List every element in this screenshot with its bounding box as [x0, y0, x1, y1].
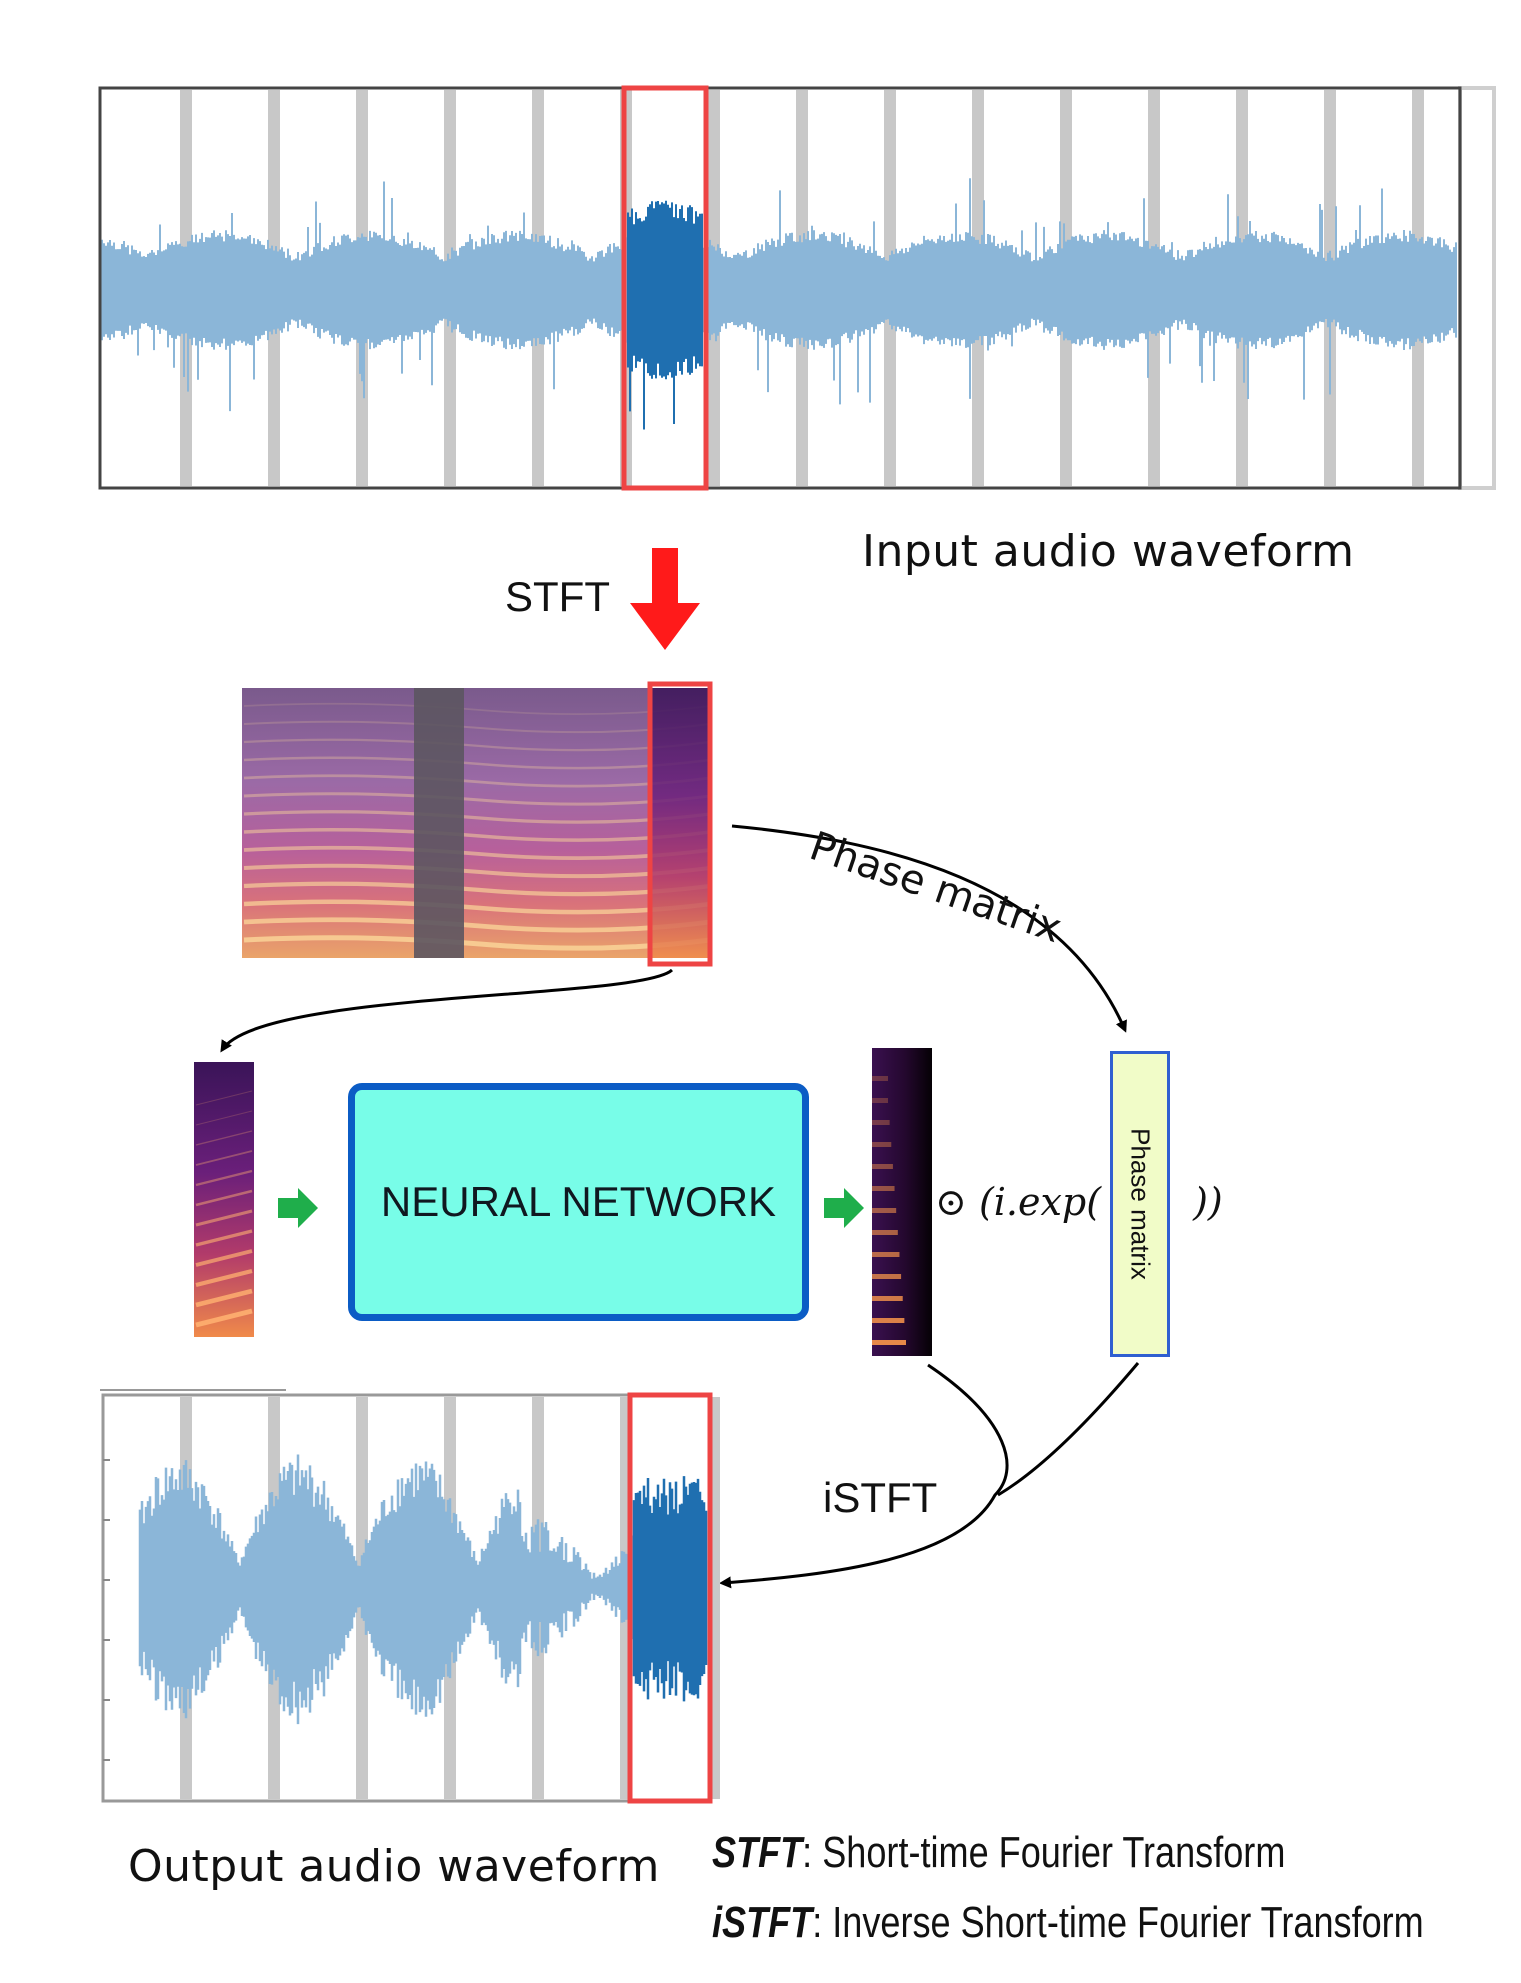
input-waveform-signal: [101, 178, 1457, 430]
spectrogram-harmonic: [243, 863, 711, 879]
waveform-trace-highlighted: [632, 1476, 708, 1702]
spectrogram-harmonic: [243, 810, 711, 824]
input-waveform-title: Input audio waveform: [862, 526, 1355, 577]
istft-connector-phase: [997, 1362, 1140, 1497]
spectrogram-harmonic: [243, 702, 711, 716]
spectrogram-harmonic: [243, 774, 711, 788]
strip-harmonic: [195, 1308, 253, 1328]
elementwise-product-symbol: ⊙: [935, 1180, 967, 1224]
output-strip-harmonic: [872, 1340, 906, 1345]
formula-close: )): [1193, 1180, 1223, 1224]
spectrogram-harmonic: [243, 828, 711, 842]
strip-harmonic: [195, 1150, 253, 1166]
output-spectrogram-frame: [872, 1048, 932, 1356]
strip-harmonic: [195, 1090, 253, 1106]
waveform-trace: [138, 1454, 634, 1725]
output-strip-harmonic: [872, 1296, 903, 1301]
istft-label: iSTFT: [823, 1474, 938, 1521]
output-strip-harmonic: [872, 1120, 890, 1125]
spectrogram-harmonic: [243, 792, 711, 806]
strip-harmonic: [195, 1229, 253, 1247]
output-waveform-plot: [100, 1389, 720, 1804]
legend-term: iSTFT: [712, 1898, 813, 1947]
spectrogram-gap: [414, 688, 464, 958]
input-plot-border: [98, 86, 1462, 490]
output-strip-harmonic: [872, 1252, 900, 1257]
frame-extract-connector: [220, 968, 674, 1053]
strip-harmonic: [195, 1169, 253, 1187]
legend-stft: STFT: Short-time Fourier Transform: [712, 1828, 1285, 1878]
spectrogram-harmonic: [243, 845, 711, 861]
strip-harmonic: [195, 1249, 253, 1267]
spectrogram-image: [242, 681, 713, 967]
input-waveform-plot: [98, 85, 1496, 491]
strip-harmonic: [195, 1130, 253, 1146]
strip-harmonic: [195, 1189, 253, 1207]
output-highlight-frame: [627, 1392, 713, 1804]
output-strip-harmonic: [872, 1230, 898, 1235]
output-strip-harmonic: [872, 1208, 897, 1213]
output-strip-harmonic: [872, 1274, 902, 1279]
waveform-trace: [101, 178, 1457, 412]
legend-istft: iSTFT: Inverse Short-time Fourier Transf…: [712, 1898, 1424, 1948]
network-to-output-arrow: [824, 1188, 864, 1228]
strip-harmonic: [195, 1209, 253, 1227]
legend-term: STFT: [712, 1828, 803, 1877]
neural-network-label: NEURAL NETWORK: [380, 1178, 777, 1225]
spectrogram-harmonic: [243, 917, 711, 933]
spectrogram-harmonic: [243, 881, 711, 897]
spectrogram-harmonic: [243, 720, 711, 734]
waveform-trace-highlighted: [627, 200, 703, 430]
legend-definition: : Short-time Fourier Transform: [802, 1828, 1286, 1877]
neural-network-box: NEURAL NETWORK: [348, 1083, 809, 1321]
input-to-network-arrow: [278, 1188, 318, 1228]
spectrogram-highlight-frame: [647, 681, 713, 967]
spectrogram-harmonic: [243, 935, 711, 951]
input-spectrogram-frame: [194, 1062, 254, 1337]
phase-matrix-box-label: Phase matrix: [1125, 1128, 1156, 1280]
output-waveform-title: Output audio waveform: [128, 1841, 660, 1892]
spectrogram-harmonic: [243, 756, 711, 770]
strip-harmonic: [195, 1268, 253, 1288]
output-strip-harmonic: [872, 1186, 895, 1191]
output-strip-harmonic: [872, 1318, 905, 1323]
phase-matrix-box: Phase matrix: [1110, 1051, 1170, 1357]
input-frame-overflow: [1458, 86, 1496, 490]
phase-formula: ⊙ (i.exp()): [935, 1180, 1223, 1224]
strip-harmonic: [195, 1110, 253, 1126]
output-waveform-signal: [138, 1454, 708, 1725]
spectrogram-harmonic: [243, 899, 711, 915]
phase-matrix-connector: [731, 824, 1127, 1033]
stft-arrow: [630, 548, 700, 650]
output-strip-harmonic: [872, 1164, 893, 1169]
strip-harmonic: [195, 1288, 253, 1308]
istft-connector-mag: [719, 1363, 1009, 1589]
output-strip-harmonic: [872, 1076, 888, 1081]
output-strip-harmonic: [872, 1142, 892, 1147]
stft-label: STFT: [505, 573, 610, 620]
formula-open: (i.exp(: [978, 1180, 1102, 1224]
spectrogram-harmonic: [243, 738, 711, 752]
legend-definition: : Inverse Short-time Fourier Transform: [812, 1898, 1424, 1947]
input-highlight-frame: [621, 85, 709, 491]
output-strip-harmonic: [872, 1098, 888, 1103]
